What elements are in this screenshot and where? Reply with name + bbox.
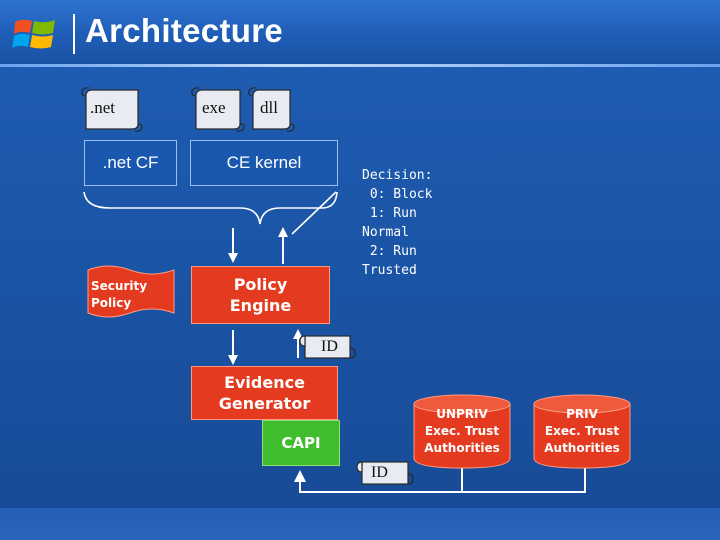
unpriv-line-1: UNPRIV [436,407,488,421]
title-divider [73,14,75,54]
decision-line-6: Trusted [362,263,417,278]
policy-engine-line-1: Policy [233,275,288,294]
footer-band [0,508,720,540]
policy-engine-box: Policy Engine [191,266,330,324]
evidence-generator-box: Evidence Generator [191,366,338,420]
priv-authorities-label: PRIV Exec. Trust Authorities [534,406,630,457]
dll-scroll [248,87,295,132]
dotnet-scroll [81,87,143,132]
decision-line-4: Normal [362,225,409,240]
decision-pointer-line [291,191,337,235]
unpriv-line-3: Authorities [424,441,500,455]
decision-line-5: 2: Run [362,244,417,259]
security-policy-line-2: Policy [91,296,132,310]
unpriv-line-2: Exec. Trust [424,424,500,438]
unpriv-authorities-label: UNPRIV Exec. Trust Authorities [414,406,510,457]
bottom-return-arrow [294,470,306,482]
id-label-bottom: ID [371,464,388,481]
exe-scroll [191,87,245,132]
id-scroll-top [299,335,356,359]
title-bar [0,0,720,64]
capi-box: CAPI [262,420,340,466]
evidence-generator-line-2: Generator [218,394,311,413]
ce-kernel-box: CE kernel [190,140,338,186]
decision-legend: Decision: 0: Block 1: Run Normal 2: Run … [362,166,462,280]
decision-line-1: Decision: [362,168,433,183]
dotnet-label: .net [90,98,116,117]
page-title: Architecture [85,12,283,49]
priv-cylinder [533,394,631,469]
dotnet-cf-box: .net CF [84,140,177,186]
grouping-brace [83,191,338,225]
priv-line-1: PRIV [566,407,598,421]
security-policy-banner [87,265,175,318]
dll-label: dll [260,98,278,117]
exe-label: exe [202,98,226,117]
decision-line-3: 1: Run [362,206,417,221]
policy-engine-line-2: Engine [229,296,292,315]
security-policy-label: Security Policy [91,278,147,312]
security-policy-line-1: Security [91,279,148,293]
id-label-top: ID [321,338,338,355]
windows-logo-icon [12,19,55,49]
evidence-generator-line-1: Evidence [224,373,305,392]
decision-line-2: 0: Block [362,187,433,202]
priv-line-2: Exec. Trust [544,424,620,438]
bottom-return-path [299,468,586,493]
priv-line-3: Authorities [544,441,620,455]
id-scroll-bottom [356,461,414,485]
title-underline [0,64,720,67]
unpriv-cylinder [413,394,511,469]
